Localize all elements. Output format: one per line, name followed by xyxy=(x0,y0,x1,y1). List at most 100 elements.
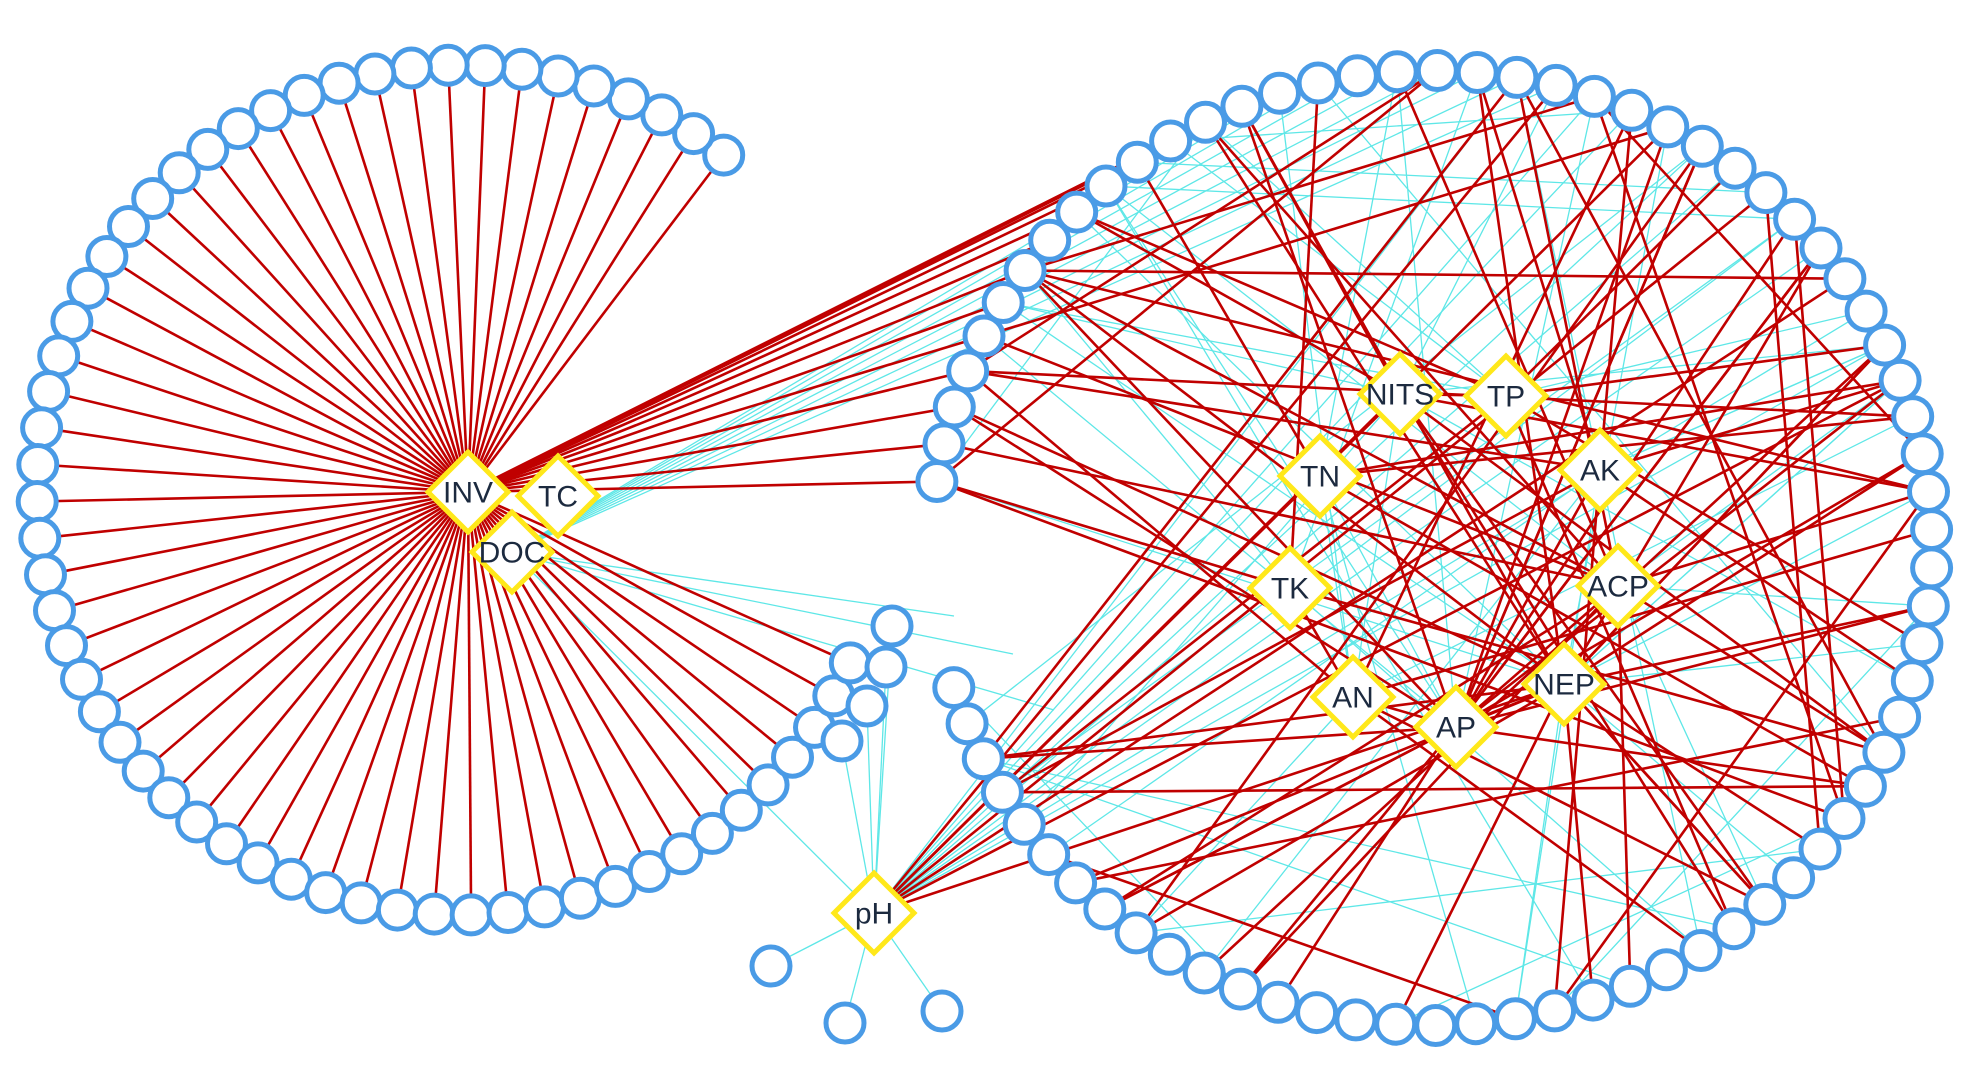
hub-node-ak[interactable]: AK xyxy=(1556,426,1644,514)
hub-node-nits[interactable]: NITS xyxy=(1356,350,1444,438)
otu-node[interactable] xyxy=(1220,84,1264,128)
hub-node-tk[interactable]: TK xyxy=(1246,544,1334,632)
otu-node[interactable] xyxy=(249,89,293,133)
otu-node[interactable] xyxy=(1115,140,1159,184)
otu-node[interactable] xyxy=(1334,998,1378,1042)
otu-node[interactable] xyxy=(864,645,908,689)
otu-node[interactable] xyxy=(353,52,397,96)
otu-node[interactable] xyxy=(60,657,103,701)
otu-node[interactable] xyxy=(1147,932,1191,976)
otu-node[interactable] xyxy=(1219,967,1262,1011)
otu-node[interactable] xyxy=(1374,1002,1418,1046)
otu-node[interactable] xyxy=(1910,546,1954,590)
otu-node[interactable] xyxy=(1149,119,1193,163)
hub-node-tc[interactable]: TC xyxy=(514,452,602,540)
otu-node[interactable] xyxy=(486,891,530,934)
otu-node[interactable] xyxy=(627,850,671,893)
otu-node[interactable] xyxy=(175,800,219,844)
otu-node[interactable] xyxy=(1907,470,1950,513)
otu-node[interactable] xyxy=(1375,50,1419,94)
otu-node[interactable] xyxy=(828,641,872,685)
otu-node[interactable] xyxy=(18,516,62,560)
otu-node[interactable] xyxy=(107,205,150,248)
hub-node-doc[interactable]: DOC xyxy=(468,508,556,596)
otu-node[interactable] xyxy=(1910,508,1954,552)
otu-node[interactable] xyxy=(375,888,419,932)
otu-node[interactable] xyxy=(1258,71,1301,115)
otu-node[interactable] xyxy=(870,604,914,648)
otu-node[interactable] xyxy=(463,44,507,88)
otu-node[interactable] xyxy=(1822,797,1866,840)
otu-node[interactable] xyxy=(449,893,493,937)
otu-node[interactable] xyxy=(920,989,964,1033)
otu-node[interactable] xyxy=(37,334,81,378)
otu-node[interactable] xyxy=(1454,1002,1498,1046)
otu-node[interactable] xyxy=(20,406,64,450)
otu-node[interactable] xyxy=(922,422,966,466)
otu-node[interactable] xyxy=(412,892,456,936)
otu-node[interactable] xyxy=(236,841,280,885)
hub-node-nep[interactable]: NEP xyxy=(1520,640,1608,728)
otu-node[interactable] xyxy=(1415,49,1459,92)
otu-node[interactable] xyxy=(1572,74,1616,118)
otu-node[interactable] xyxy=(1646,105,1690,149)
otu-node[interactable] xyxy=(1799,226,1843,270)
otu-node[interactable] xyxy=(932,385,976,429)
hub-node-acp[interactable]: ACP xyxy=(1574,542,1662,630)
otu-node[interactable] xyxy=(500,47,544,91)
otu-node[interactable] xyxy=(1610,88,1654,132)
hub-node-ap[interactable]: AP xyxy=(1412,683,1500,771)
otu-node[interactable] xyxy=(962,314,1006,358)
otu-node[interactable] xyxy=(15,480,59,523)
otu-node[interactable] xyxy=(1823,257,1867,301)
otu-node[interactable] xyxy=(746,763,790,807)
otu-node[interactable] xyxy=(640,93,684,137)
otu-node[interactable] xyxy=(820,719,864,763)
otu-node[interactable] xyxy=(845,684,889,728)
otu-node[interactable] xyxy=(1798,827,1842,871)
otu-node[interactable] xyxy=(749,944,793,988)
otu-node[interactable] xyxy=(1644,948,1688,992)
otu-node[interactable] xyxy=(317,61,361,105)
hub-node-an[interactable]: AN xyxy=(1309,653,1397,741)
otu-node[interactable] xyxy=(1256,980,1300,1024)
otu-node[interactable] xyxy=(981,281,1025,324)
otu-node[interactable] xyxy=(1534,63,1578,107)
otu-node[interactable] xyxy=(536,54,580,98)
otu-node[interactable] xyxy=(121,749,165,793)
otu-node[interactable] xyxy=(523,885,566,929)
otu-node[interactable] xyxy=(1055,190,1099,234)
otu-node[interactable] xyxy=(1843,764,1887,808)
otu-node[interactable] xyxy=(1844,289,1888,333)
otu-node[interactable] xyxy=(1713,146,1757,190)
otu-node[interactable] xyxy=(672,112,716,156)
otu-node[interactable] xyxy=(1083,887,1127,931)
otu-node[interactable] xyxy=(1296,61,1340,105)
hub-node-tp[interactable]: TP xyxy=(1462,352,1550,440)
otu-node[interactable] xyxy=(85,235,129,278)
otu-node[interactable] xyxy=(1414,1004,1458,1047)
otu-node[interactable] xyxy=(205,822,248,866)
otu-node[interactable] xyxy=(1890,659,1934,703)
otu-node[interactable] xyxy=(147,776,191,820)
otu-node[interactable] xyxy=(1773,197,1817,241)
otu-node[interactable] xyxy=(1862,730,1906,774)
otu-node[interactable] xyxy=(1772,856,1816,900)
otu-node[interactable] xyxy=(1900,622,1944,666)
otu-node[interactable] xyxy=(945,702,989,746)
otu-node[interactable] xyxy=(1495,55,1539,99)
otu-node[interactable] xyxy=(157,151,201,195)
otu-node[interactable] xyxy=(304,871,348,915)
otu-node[interactable] xyxy=(1680,124,1724,168)
otu-node[interactable] xyxy=(1712,907,1756,951)
otu-node[interactable] xyxy=(1184,100,1227,144)
otu-node[interactable] xyxy=(915,460,959,503)
otu-node[interactable] xyxy=(1679,929,1723,972)
otu-node[interactable] xyxy=(389,46,433,90)
otu-node[interactable] xyxy=(27,370,71,413)
otu-node[interactable] xyxy=(33,589,76,633)
hub-node-ph[interactable]: pH xyxy=(830,869,918,957)
otu-node[interactable] xyxy=(1493,997,1537,1041)
otu-node[interactable] xyxy=(24,553,67,597)
otu-node[interactable] xyxy=(426,43,470,87)
